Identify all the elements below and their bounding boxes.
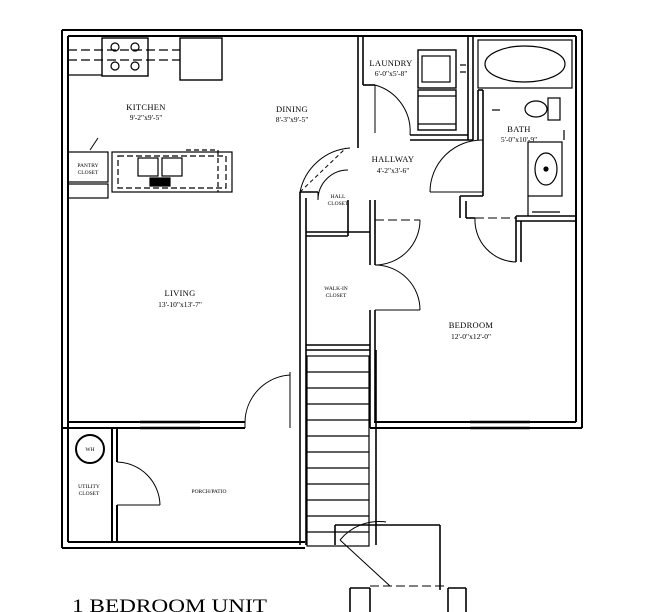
porch-label: PORCH/PATIO	[192, 489, 227, 495]
laundry-fixtures	[417, 49, 466, 131]
bathtub-icon	[477, 39, 573, 89]
water-heater-icon	[75, 434, 105, 464]
exterior-walls	[61, 29, 583, 549]
interior-walls	[299, 36, 576, 545]
bedroom-dims: 12'-0"x12'-0"	[451, 332, 491, 341]
hall-closet-label-2: CLOSET	[328, 201, 349, 207]
living-label: LIVING	[164, 288, 195, 298]
bath-fixtures	[477, 39, 573, 216]
dining-label: DINING	[276, 104, 308, 114]
kitchen-fixtures	[67, 37, 233, 199]
windows	[140, 420, 530, 430]
bedroom-label: BEDROOM	[449, 320, 494, 330]
sink-icon	[137, 157, 159, 177]
refrigerator-icon	[179, 37, 223, 81]
kitchen-dims: 9'-2"x9'-5"	[130, 113, 163, 122]
bath-label: BATH	[507, 124, 530, 134]
utility-label-1: UTILITY	[78, 484, 100, 490]
stove-icon	[101, 37, 149, 77]
pantry-label-1: PANTRY	[77, 163, 98, 169]
hallway-label: HALLWAY	[372, 154, 415, 164]
stairs	[306, 355, 370, 547]
water-heater-label: WH	[85, 447, 94, 453]
walkin-label-2: CLOSET	[326, 293, 347, 299]
utility-label-2: CLOSET	[79, 491, 100, 497]
living-dims: 13'-10"x13'-7"	[158, 300, 202, 309]
door-swings	[89, 84, 517, 506]
unit-title: 1 BEDROOM UNIT	[72, 596, 267, 612]
toilet-icon	[547, 97, 561, 121]
dryer-icon	[417, 89, 457, 131]
dining-dims: 8'-3"x9'-5"	[276, 115, 309, 124]
walkin-label-1: WALK-IN	[324, 286, 348, 292]
pantry-label-2: CLOSET	[78, 170, 99, 176]
washer-icon	[417, 49, 457, 89]
kitchen-label: KITCHEN	[126, 102, 165, 112]
hall-closet-label-1: HALL	[331, 194, 346, 200]
bath-dims: 5'-0"x10'-9"	[501, 135, 537, 144]
laundry-dims: 6'-0"x5'-8"	[375, 69, 408, 78]
hallway-dims: 4'-2"x3'-6"	[377, 166, 410, 175]
laundry-label: LAUNDRY	[369, 58, 412, 68]
bath-sink-icon	[534, 152, 558, 186]
entry-landing	[334, 521, 467, 612]
